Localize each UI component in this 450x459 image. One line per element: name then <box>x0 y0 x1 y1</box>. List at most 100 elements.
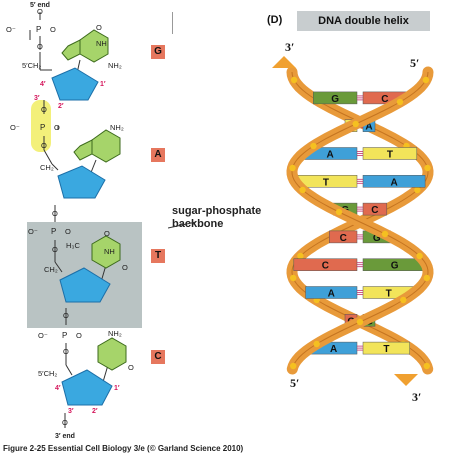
base-tag-t: T <box>151 249 165 263</box>
base-tag-c: C <box>151 350 165 364</box>
cytosine-o: O <box>128 363 134 372</box>
base-letter-right: T <box>386 289 392 300</box>
ch2-label-3: CH₂ <box>44 265 58 274</box>
deoxyribose-ring-2 <box>57 165 106 199</box>
base-letter-left: A <box>326 150 333 161</box>
carbon-1-label-bottom: 1′ <box>114 385 120 392</box>
phosphate-2-o-minus: O⁻ <box>10 123 20 132</box>
panel-divider <box>172 12 173 34</box>
phosphodiester-highlight <box>31 100 51 152</box>
sugar-phosphate-backbone-label: sugar-phosphate backbone <box>172 205 262 230</box>
top-left-arrow <box>272 56 296 68</box>
helix-front-strand <box>286 66 434 375</box>
cytosine-ring <box>97 337 127 371</box>
ch2-label-1: 5′CH₂ <box>22 61 41 70</box>
carbon-3-label-bottom: 3′ <box>68 408 74 415</box>
carbon-2-label: 2′ <box>58 103 64 110</box>
deoxyribose-ring-3 <box>59 267 111 303</box>
guanine-nh: NH <box>96 39 107 48</box>
thymine-ring <box>91 235 121 269</box>
three-prime-end-label: 3′ end <box>55 433 75 440</box>
phosphate-1-p: P <box>36 25 41 34</box>
panel-title: DNA double helix <box>297 11 430 31</box>
base-letter-right: C <box>371 205 378 216</box>
helix-end-top-right: 5′ <box>410 56 420 70</box>
phosphate-dot <box>423 362 430 370</box>
phosphate-dot <box>297 252 304 260</box>
bridge-o-2: O <box>41 141 47 150</box>
bridge-o-1: O <box>41 105 47 114</box>
base-tag-g: G <box>151 45 165 59</box>
phosphate-dot <box>423 274 430 282</box>
phosphate-1-top-o: O <box>37 7 43 16</box>
base-letter-right: C <box>381 94 388 105</box>
thymine-nh: NH <box>104 247 115 256</box>
phosphate-1-o: O <box>50 25 56 34</box>
base-letter-right: T <box>383 344 389 355</box>
phosphate-3-o-minus: O⁻ <box>28 227 38 236</box>
base-letter-right: G <box>391 261 399 272</box>
base-letter-left: A <box>330 344 337 355</box>
cytosine-nh2: NH₂ <box>108 329 122 338</box>
base-letter-right: A <box>365 122 372 133</box>
base-letter-left: A <box>328 289 335 300</box>
phosphate-dot <box>422 76 430 84</box>
bridge-o-4: O <box>52 245 58 254</box>
adenine-nh2: NH₂ <box>110 123 124 132</box>
phosphate-dot <box>290 274 297 282</box>
phosphate-3-p: P <box>51 227 56 236</box>
phosphate-dot <box>356 318 364 326</box>
base-tag-a: A <box>151 148 165 162</box>
phosphate-dot <box>381 230 389 238</box>
five-prime-end-label: 5′ end <box>30 2 50 9</box>
phosphate-dot <box>416 252 423 260</box>
phosphate-4-o: O <box>76 331 82 340</box>
base-letter-right: A <box>390 177 397 188</box>
terminal-o: O <box>62 418 68 427</box>
deoxyribose-ring-1 <box>51 67 99 101</box>
phosphate-2-o: O <box>54 123 60 132</box>
nucleotide-strand-diagram: P P P P O⁻ O⁻ O⁻ O⁻ O O O O O O O O O O … <box>6 2 142 440</box>
phosphate-dot <box>414 186 421 194</box>
phosphate-dot <box>424 164 431 172</box>
phosphate-4-p: P <box>62 331 67 340</box>
bridge-o-5: O <box>63 311 69 320</box>
carbon-4-label: 4′ <box>40 81 46 88</box>
panel-label: (D) <box>267 14 283 26</box>
adenine-ring <box>91 129 121 163</box>
ch2-label-4: 5′CH₂ <box>38 369 57 378</box>
base-letter-right: G <box>373 233 381 244</box>
base-letter-left: G <box>331 94 339 105</box>
carbon-2-label-bottom: 2′ <box>92 408 98 415</box>
phosphate-dot <box>290 362 297 370</box>
phosphate-dot <box>289 164 296 172</box>
phosphate-dot <box>335 208 343 216</box>
phosphate-dot <box>396 98 404 106</box>
base-letter-left: C <box>322 261 329 272</box>
ch2-label-2: CH₂ <box>40 163 54 172</box>
helix-strand-front-edge <box>291 71 429 370</box>
base-letter-left: T <box>323 177 329 188</box>
backbone-pointer-line <box>168 221 197 229</box>
phosphate-dot <box>290 76 298 84</box>
base-letter-left: C <box>340 233 347 244</box>
carbon-4-label-bottom: 4′ <box>55 385 61 392</box>
phosphate-dot <box>313 340 320 348</box>
thymine-o-top: O <box>104 229 110 238</box>
thymine-ch3: H₃C <box>66 241 80 250</box>
phosphate-dot <box>400 296 407 304</box>
helix-end-bottom-right: 3′ <box>412 390 422 404</box>
guanine-nh2: NH₂ <box>108 61 122 70</box>
guanine-imidazole <box>61 39 81 61</box>
base-letter-right: T <box>387 150 393 161</box>
phosphate-dot <box>299 186 306 194</box>
thymine-o-bottom: O <box>122 263 128 272</box>
carbon-3-label: 3′ <box>34 95 40 102</box>
bottom-right-arrow <box>394 374 418 386</box>
phosphate-dot <box>310 142 317 150</box>
